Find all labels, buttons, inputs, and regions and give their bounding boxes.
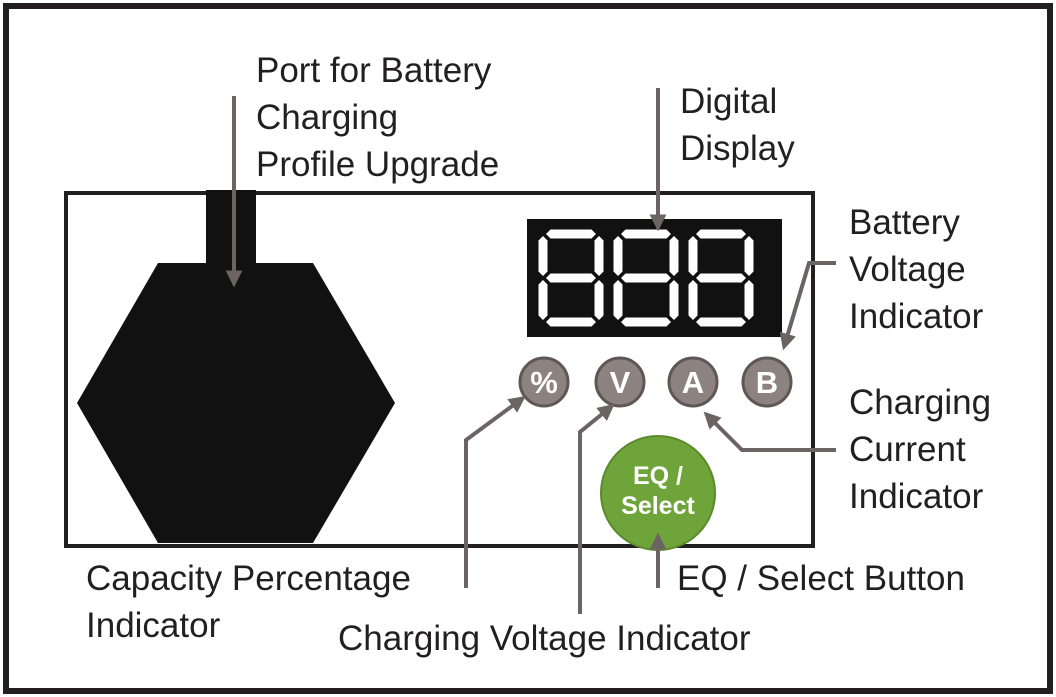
digit-segment <box>669 236 679 276</box>
indicator-battery-label: B <box>756 365 778 400</box>
label-digital-display-line2: Display <box>680 129 795 168</box>
label-battery-voltage-line2: Voltage <box>849 250 966 289</box>
arrow-battery-voltage <box>779 261 836 351</box>
label-charging-current-line1: Charging <box>849 383 991 422</box>
display-digits <box>538 229 754 327</box>
label-digital-display: Digital Display <box>680 82 795 168</box>
display-digit <box>613 229 679 327</box>
digit-segment <box>594 236 604 276</box>
label-digital-display-line1: Digital <box>680 82 777 121</box>
battery-port <box>77 190 395 543</box>
digit-segment <box>744 280 754 320</box>
port-hexagon <box>77 263 395 543</box>
label-eq-select: EQ / Select Button <box>677 559 965 598</box>
label-battery-voltage: Battery Voltage Indicator <box>849 203 984 336</box>
digit-segment <box>688 236 698 276</box>
arrow-capacity <box>464 396 526 588</box>
port-stem <box>206 190 256 268</box>
digit-segment <box>538 280 548 320</box>
indicator-percent: % <box>518 356 570 408</box>
digit-segment <box>546 317 596 327</box>
digit-segment <box>621 273 671 283</box>
label-port-line3: Profile Upgrade <box>256 145 499 184</box>
label-battery-voltage-line1: Battery <box>849 203 960 242</box>
label-charging-current-line2: Current <box>849 430 966 469</box>
digit-segment <box>696 317 746 327</box>
callout-arrows <box>225 88 836 614</box>
label-capacity-line2: Indicator <box>86 606 221 645</box>
digit-segment <box>669 280 679 320</box>
digit-segment <box>621 229 671 239</box>
indicator-battery: B <box>741 356 793 408</box>
digital-display <box>527 219 782 337</box>
label-charging-current: Charging Current Indicator <box>849 383 1001 516</box>
label-capacity: Capacity Percentage Indicator <box>86 559 421 645</box>
indicator-amps: A <box>667 356 719 408</box>
digit-segment <box>696 229 746 239</box>
label-charging-voltage: Charging Voltage Indicator <box>338 619 751 658</box>
indicator-volts: V <box>594 356 646 408</box>
digit-segment <box>696 273 746 283</box>
digit-segment <box>546 273 596 283</box>
eq-select-button-line2: Select <box>621 492 695 520</box>
digit-segment <box>744 236 754 276</box>
display-digit <box>538 229 604 327</box>
label-battery-voltage-line3: Indicator <box>849 297 984 336</box>
label-port: Port for Battery Charging Profile Upgrad… <box>256 51 501 184</box>
outer-frame <box>3 3 1053 694</box>
arrow-charging-current <box>703 411 836 452</box>
eq-select-button-line1: EQ / <box>633 462 683 490</box>
label-port-line1: Port for Battery <box>256 51 492 90</box>
label-port-line2: Charging <box>256 98 398 137</box>
digit-segment <box>594 280 604 320</box>
digit-segment <box>688 280 698 320</box>
arrow-charging-voltage <box>578 403 615 614</box>
digit-segment <box>613 236 623 276</box>
indicator-volts-label: V <box>610 365 631 400</box>
indicator-percent-label: % <box>530 365 558 400</box>
display-digit <box>688 229 754 327</box>
digit-segment <box>613 280 623 320</box>
label-capacity-line1: Capacity Percentage <box>86 559 411 598</box>
eq-select-button[interactable]: EQ / Select <box>600 435 716 551</box>
label-charging-current-line3: Indicator <box>849 477 984 516</box>
digit-segment <box>621 317 671 327</box>
indicator-amps-label: A <box>682 365 704 400</box>
digit-segment <box>538 236 548 276</box>
digit-segment <box>546 229 596 239</box>
